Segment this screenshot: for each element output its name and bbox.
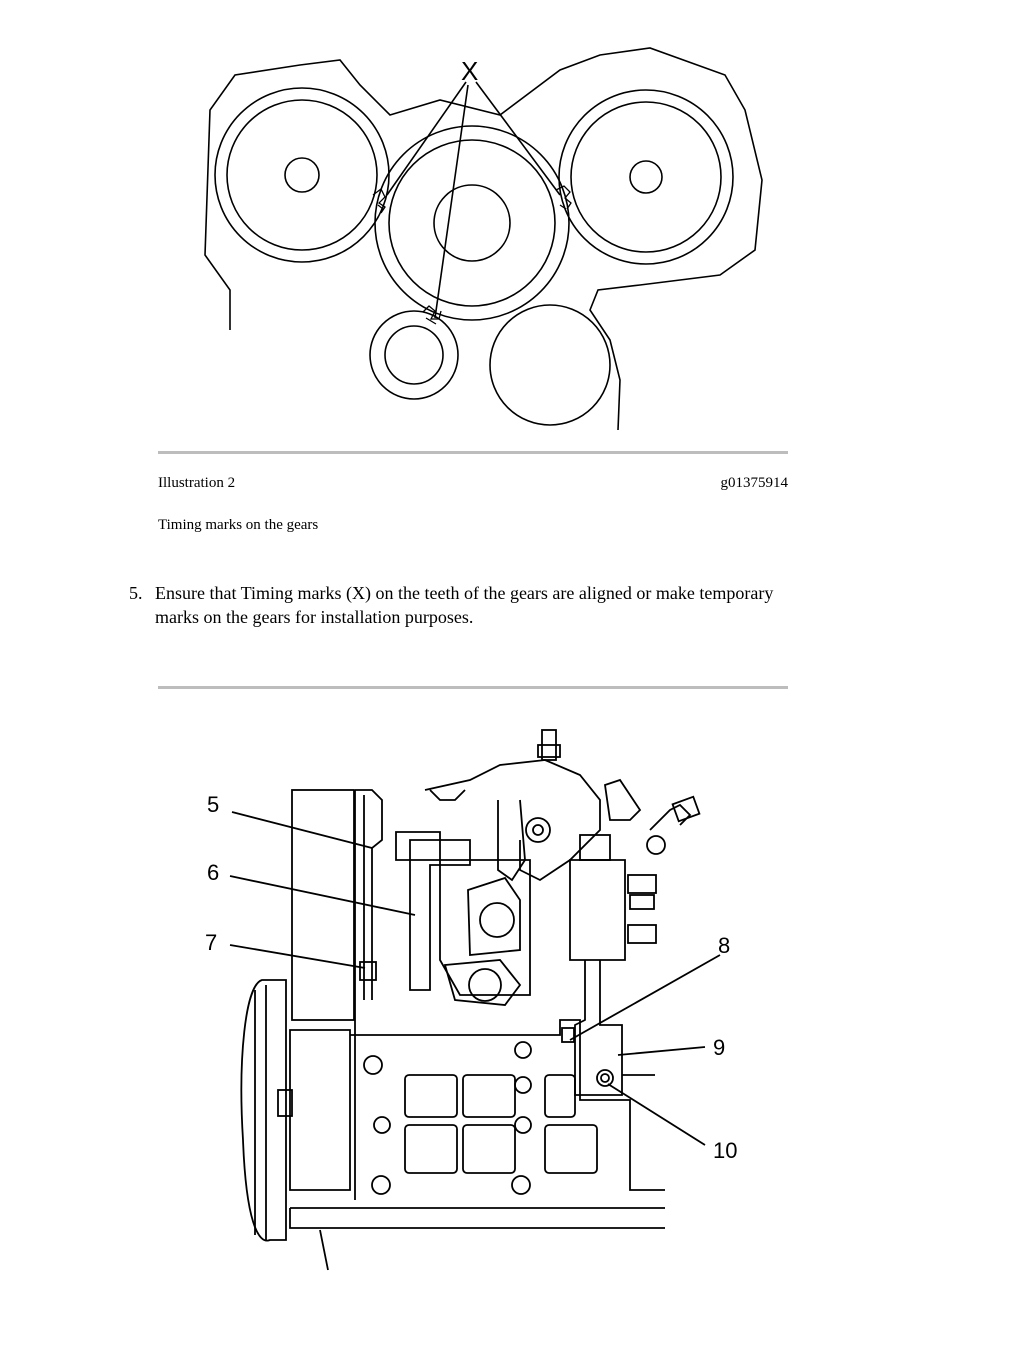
right-gear-outer [558, 89, 734, 265]
illustration-caption: Timing marks on the gears [158, 517, 319, 533]
gear-timing-illustration: X [204, 47, 763, 431]
engine-block [350, 1019, 665, 1191]
figure1-divider [158, 451, 788, 454]
support-bracket [574, 960, 623, 1096]
callout-5: 5 [207, 792, 219, 817]
pump-plate [467, 876, 521, 956]
step-number: 5. [129, 583, 143, 603]
fuel-pump-illustration: 5 6 7 8 9 10 [205, 729, 737, 1271]
bottom-left-gear-outer [369, 310, 459, 400]
center-gear-hub [433, 184, 511, 262]
center-gear-inner [388, 139, 556, 307]
pump-flange [409, 839, 471, 991]
illustration-id: g01375914 [720, 475, 789, 491]
callout-7: 7 [205, 930, 217, 955]
left-gear-outer [214, 87, 390, 263]
right-gear-hub [629, 160, 663, 194]
solenoid-housing [569, 859, 626, 961]
front-cover [291, 789, 355, 1021]
callout-10: 10 [713, 1138, 737, 1163]
left-gear-inner [226, 99, 378, 251]
gear-housing-outline [204, 47, 763, 431]
timing-mark-bottom [422, 305, 442, 325]
step-text-line2: marks on the gears for installation purp… [155, 607, 474, 627]
illustration-label: Illustration 2 [158, 475, 236, 491]
bottom-right-gear [489, 304, 611, 426]
step-text-line1: Ensure that Timing marks (X) on the teet… [155, 583, 774, 603]
water-pump [289, 1029, 351, 1191]
callout-9: 9 [713, 1035, 725, 1060]
oil-pan-rail [289, 1207, 665, 1229]
timing-mark-left [372, 188, 386, 214]
pump-body [439, 859, 531, 996]
left-gear-hub [284, 157, 320, 193]
bottom-left-gear-inner [384, 325, 444, 385]
callout-8: 8 [718, 933, 730, 958]
center-gear-outer [374, 125, 570, 321]
pulley [240, 979, 287, 1242]
figure2-divider [158, 686, 788, 689]
callout-x-label: X [461, 56, 478, 86]
callout-6: 6 [207, 860, 219, 885]
timing-mark-right [555, 185, 572, 210]
right-gear-inner [570, 101, 722, 253]
pump-head [424, 759, 601, 882]
